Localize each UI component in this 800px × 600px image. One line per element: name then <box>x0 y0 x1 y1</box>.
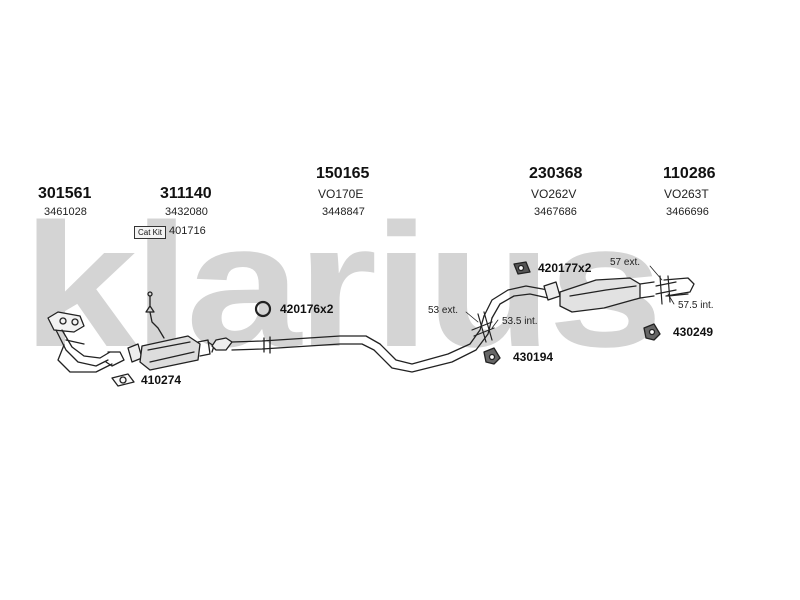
dimension-53-5-int: 53.5 int. <box>502 316 538 327</box>
oe-number-110286: 3466696 <box>666 206 709 218</box>
gasket-drawing <box>111 373 135 387</box>
accessory-420177: 420177x2 <box>538 261 592 275</box>
hanger-430249-drawing <box>643 323 661 341</box>
cat-kit-badge: Cat Kit <box>134 226 166 239</box>
cat-kit-number: 401716 <box>169 225 206 237</box>
part-number-110286: 110286 <box>663 165 716 182</box>
tail-pipe-drawing <box>663 277 695 297</box>
accessory-410274: 410274 <box>141 373 182 387</box>
part-number-150165: 150165 <box>316 165 370 182</box>
front-pipe-drawing <box>47 311 125 373</box>
vo-code-230368: VO262V <box>531 187 577 201</box>
dimension-leaders <box>465 265 675 329</box>
oe-number-150165: 3448847 <box>322 206 365 218</box>
catalytic-converter-drawing <box>127 291 215 371</box>
centre-pipe-drawing <box>211 315 493 373</box>
oe-number-301561: 3461028 <box>44 206 87 218</box>
oe-number-230368: 3467686 <box>534 206 577 218</box>
dimension-53-ext: 53 ext. <box>428 305 459 316</box>
clamp-mark-rear <box>655 275 677 305</box>
accessory-420176: 420176x2 <box>280 302 334 316</box>
rear-silencer-drawing <box>483 277 655 319</box>
part-number-301561: 301561 <box>38 185 92 202</box>
mount-420177-drawing <box>513 261 531 275</box>
ring-420176-drawing <box>254 300 272 318</box>
accessory-430249: 430249 <box>673 325 714 339</box>
vo-code-110286: VO263T <box>664 187 709 201</box>
hanger-430194-drawing <box>483 347 501 365</box>
part-number-311140: 311140 <box>160 185 212 202</box>
accessory-430194: 430194 <box>513 350 554 364</box>
part-number-230368: 230368 <box>529 165 583 182</box>
vo-code-150165: VO170E <box>318 187 364 201</box>
dimension-57-ext: 57 ext. <box>610 257 641 268</box>
dimension-57-5-int: 57.5 int. <box>678 300 714 311</box>
oe-number-311140: 3432080 <box>165 206 208 218</box>
clamp-mark-mid <box>471 311 495 343</box>
